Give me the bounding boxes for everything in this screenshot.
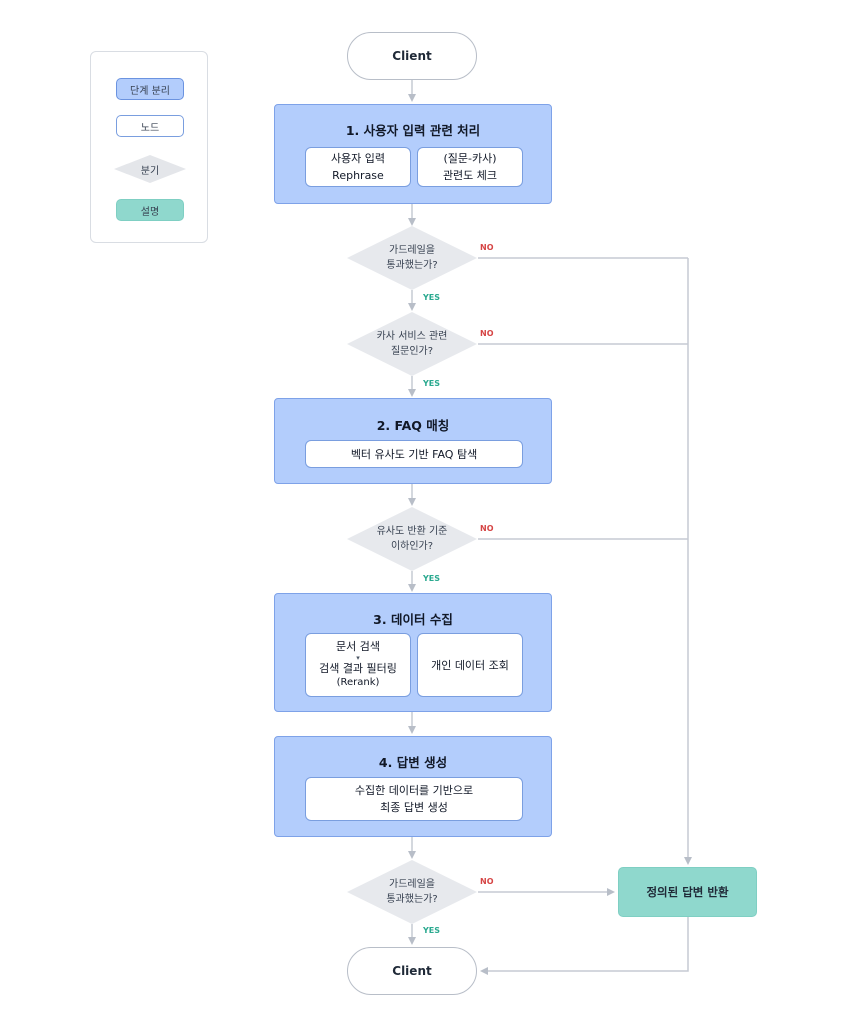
stage-3-title: 3. 데이터 수집	[373, 612, 453, 627]
stage-2-faq-box: 벡터 유사도 기반 FAQ 탐색	[305, 440, 523, 468]
yes-label: YES	[423, 379, 441, 388]
stage-4-answer-box: 수집한 데이터를 기반으로 최종 답변 생성	[305, 777, 523, 821]
arrow-down-icon: ▾	[356, 654, 360, 662]
box-line: 개인 데이터 조회	[431, 658, 509, 672]
no-label: NO	[480, 329, 494, 338]
box-line: 최종 답변 생성	[380, 801, 448, 814]
stage-3-personal-data-box: 개인 데이터 조회	[417, 633, 523, 697]
no-label: NO	[480, 524, 494, 533]
stage-1-relevance-box: (질문-카사) 관련도 체크	[417, 147, 523, 187]
stage-3: 3. 데이터 수집 문서 검색 ▾ 검색 결과 필터링 (Rerank) 개인 …	[274, 593, 552, 712]
decision-text: 질문인가?	[390, 346, 434, 357]
decision-text: 가드레일을	[389, 879, 435, 890]
stage-4: 4. 답변 생성 수집한 데이터를 기반으로 최종 답변 생성	[274, 736, 552, 837]
box-line: 문서 검색	[336, 640, 380, 653]
decision-guardrail-2: 가드레일을 통과했는가?	[347, 860, 477, 924]
decision-similarity: 유사도 반환 기준 이하인가?	[347, 507, 477, 571]
decision-text: 유사도 반환 기준	[376, 526, 448, 537]
box-line: 검색 결과 필터링	[319, 662, 397, 675]
decision-guardrail-1: 가드레일을 통과했는가?	[347, 226, 477, 290]
client-end: Client	[347, 947, 477, 995]
legend: 단계 분리 노드 분기 설명	[90, 51, 208, 243]
yes-label: YES	[423, 293, 441, 302]
legend-branch: 분기	[114, 155, 186, 183]
decision-text: 통과했는가?	[386, 260, 438, 271]
box-line: 관련도 체크	[442, 169, 498, 182]
legend-branch-label: 분기	[140, 165, 160, 177]
no-label: NO	[480, 877, 494, 886]
stage-2-title: 2. FAQ 매칭	[376, 418, 450, 433]
yes-label: YES	[423, 574, 441, 583]
stage-3-search-box: 문서 검색 ▾ 검색 결과 필터링 (Rerank)	[305, 633, 411, 697]
decision-text: 카사 서비스 관련	[376, 331, 448, 342]
legend-stage: 단계 분리	[116, 78, 184, 100]
box-line: (Rerank)	[336, 677, 380, 688]
box-line: (질문-카사)	[443, 152, 497, 165]
client-start: Client	[347, 32, 477, 80]
stage-1-rephrase-box: 사용자 입력 Rephrase	[305, 147, 411, 187]
stage-2: 2. FAQ 매칭 벡터 유사도 기반 FAQ 탐색	[274, 398, 552, 484]
decision-text: 가드레일을	[389, 245, 435, 256]
stage-1: 1. 사용자 입력 관련 처리 사용자 입력 Rephrase (질문-카사) …	[274, 104, 552, 204]
box-line: 수집한 데이터를 기반으로	[354, 784, 474, 797]
decision-text: 통과했는가?	[386, 894, 438, 905]
yes-label: YES	[423, 926, 441, 935]
legend-node: 노드	[116, 115, 184, 137]
box-line: 사용자 입력	[330, 152, 386, 165]
decision-text: 이하인가?	[390, 541, 434, 552]
box-line: Rephrase	[332, 169, 384, 182]
stage-4-title: 4. 답변 생성	[378, 755, 448, 770]
stage-1-title: 1. 사용자 입력 관련 처리	[345, 123, 481, 138]
no-label: NO	[480, 243, 494, 252]
decision-service-related: 카사 서비스 관련 질문인가?	[347, 312, 477, 376]
box-line: 벡터 유사도 기반 FAQ 탐색	[350, 447, 478, 461]
predefined-answer-box: 정의된 답변 반환	[618, 867, 757, 917]
legend-desc: 설명	[116, 199, 184, 221]
